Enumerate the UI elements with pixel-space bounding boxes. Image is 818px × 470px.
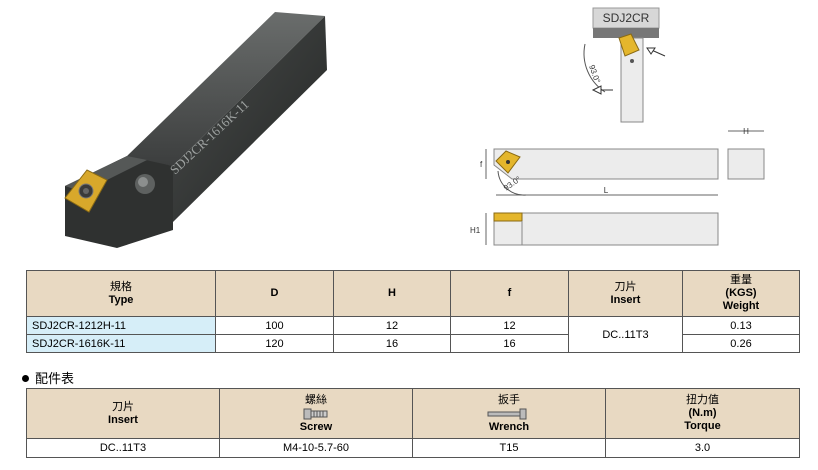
h-cell: 16: [333, 334, 451, 353]
acc-header-torque: 扭力值(N.m)Torque: [605, 388, 800, 439]
acc-torque-cell: 3.0: [605, 438, 800, 458]
acc-header-wrench: 扳手 Wrench: [412, 388, 606, 439]
acc-insert-cell: DC..11T3: [26, 438, 220, 458]
table-row: SDJ2CR-1212H-11 100 12 12 DC..11T3 0.13: [26, 316, 800, 353]
header-h: H: [333, 270, 451, 317]
weight-cell: 0.13: [682, 316, 800, 335]
f-cell: 12: [450, 316, 569, 335]
f-cell: 16: [450, 334, 569, 353]
tool-holder-photo: SDJ2CR-1616K-11: [64, 12, 327, 248]
side-view-diagram: H f L 93.0° H1: [470, 127, 765, 246]
wrench-icon: [487, 408, 527, 419]
dim-f-label: f: [480, 160, 483, 169]
header-weight: 重量(KGS)Weight: [682, 270, 800, 317]
accessories-title: 配件表: [22, 368, 74, 387]
table-row: DC..11T3 M4-10-5.7-60 T15 3.0: [26, 438, 800, 458]
bullet-icon: [22, 375, 29, 383]
top-view-diagram: SDJ2CR 93.0°: [583, 7, 666, 123]
screw-icon: [303, 408, 328, 419]
acc-wrench-cell: T15: [412, 438, 606, 458]
type-cell: SDJ2CR-1212H-11: [26, 316, 216, 335]
header-f: f: [450, 270, 569, 317]
table-row: SDJ2CR-1616K-11 120 16 16 0.26: [26, 334, 800, 353]
dim-h1-label: H1: [470, 226, 481, 235]
type-cell: SDJ2CR-1616K-11: [26, 334, 216, 353]
d-cell: 120: [215, 334, 334, 353]
top-view-label: SDJ2CR: [603, 11, 650, 25]
h-cell: 12: [333, 316, 451, 335]
acc-screw-cell: M4-10-5.7-60: [219, 438, 413, 458]
insert-cell: DC..11T3: [568, 316, 683, 353]
dim-h-label: H: [743, 127, 749, 136]
weight-cell: 0.26: [682, 334, 800, 353]
dim-l-label: L: [604, 186, 609, 195]
acc-header-screw: 螺絲 Screw: [219, 388, 413, 439]
d-cell: 100: [215, 316, 334, 335]
header-d: D: [215, 270, 334, 317]
